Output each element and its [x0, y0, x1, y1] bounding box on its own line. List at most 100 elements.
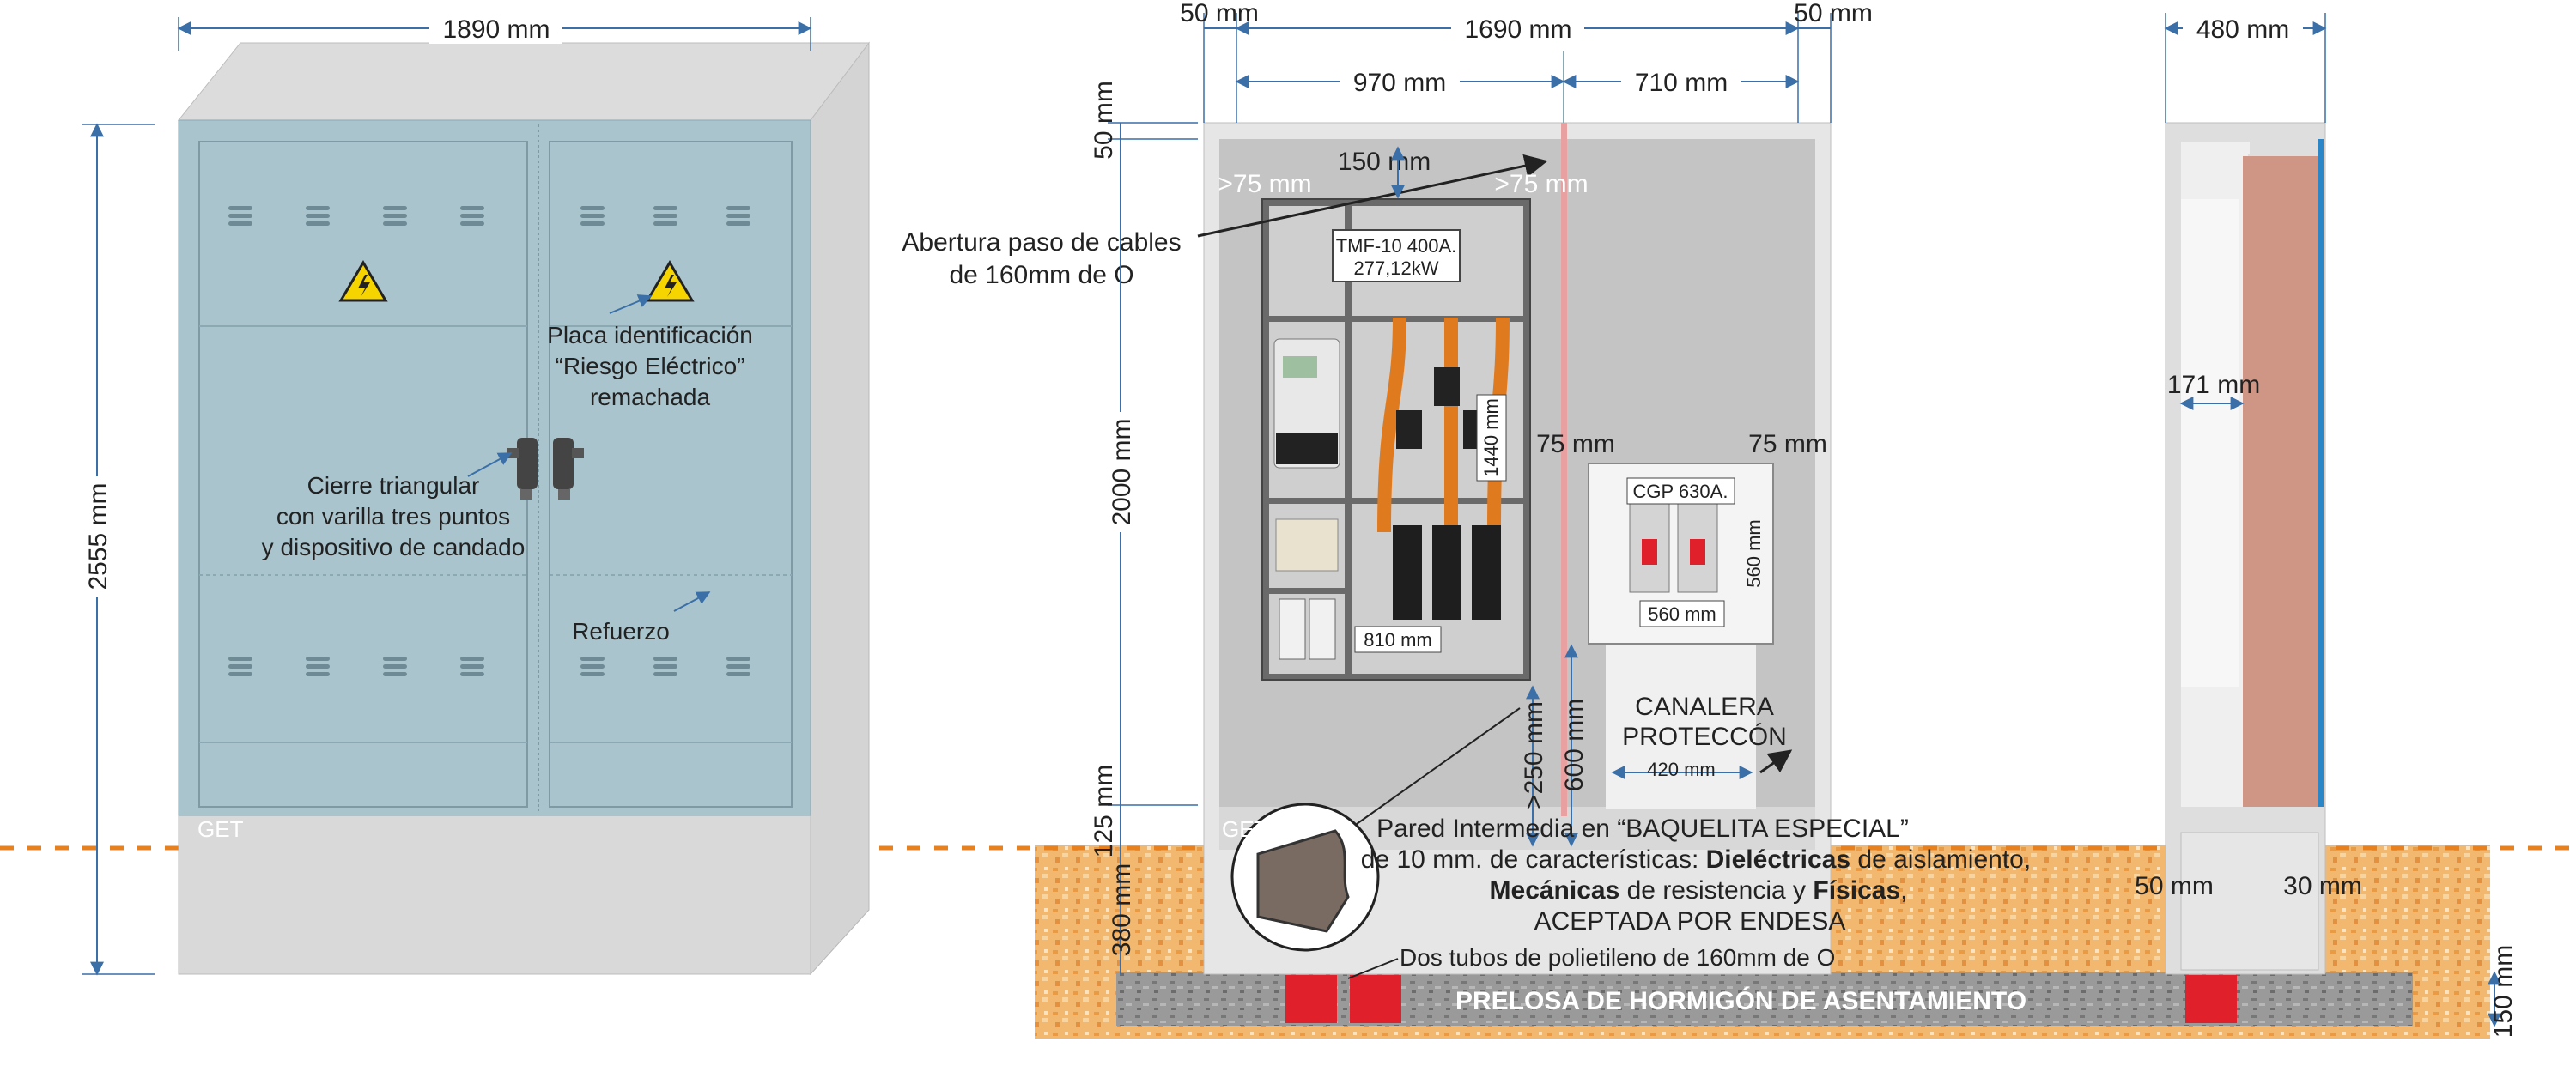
- baquelita-detail-icon: [1256, 829, 1350, 933]
- vent-slots: [228, 206, 750, 676]
- pared-3a: Mecánicas: [1490, 876, 1620, 905]
- vent-slot: [306, 221, 330, 226]
- tube-1: [1285, 975, 1337, 1023]
- vent-slot: [653, 657, 677, 661]
- dim-bg: [1451, 13, 1584, 44]
- vent-slot: [383, 672, 407, 676]
- callout-cierre: [467, 452, 513, 477]
- pared-2b: Dieléctricas: [1706, 845, 1850, 874]
- tubos-leader: [1347, 958, 1399, 979]
- warning-sign-icon: [645, 260, 695, 302]
- dim-150-slab: 150 mm: [2489, 945, 2518, 1038]
- pared-2c: de aislamiento,: [1850, 845, 2031, 874]
- vent-slot: [580, 221, 605, 226]
- dim-710: 710 mm: [1635, 69, 1728, 97]
- vent-slot: [653, 206, 677, 210]
- dim-bg: [1340, 66, 1460, 97]
- triangular-lock-icon[interactable]: [507, 438, 538, 500]
- canalera: [1606, 645, 1756, 809]
- canalera-label-1: CANALERA: [1635, 693, 1774, 721]
- brand-text-2: GET: [1222, 816, 1268, 842]
- triangular-lock-icon[interactable]: [553, 438, 584, 500]
- vent-slot: [460, 657, 484, 661]
- label-refuerzo: Refuerzo: [572, 618, 670, 645]
- vent-slot: [726, 657, 750, 661]
- vent-slot: [306, 672, 330, 676]
- dim-1890: 1890 mm: [442, 15, 550, 44]
- dim-480: 480 mm: [2196, 15, 2289, 44]
- label-cierre-3: y dispositivo de candado: [262, 534, 526, 560]
- vent-slot: [460, 214, 484, 218]
- warning-sign-icon: [338, 260, 388, 302]
- dim-50-top: 50 mm: [1090, 81, 1118, 160]
- cgp-label-box: [1626, 477, 1735, 505]
- dim-970: 970 mm: [1353, 69, 1446, 97]
- tmf-label-2: 277,12kW: [1353, 257, 1438, 279]
- label-cierre-2: con varilla tres puntos: [276, 503, 510, 530]
- vent-slot: [653, 214, 677, 218]
- abertura-arrow: [1197, 154, 1548, 238]
- vent-slot: [653, 672, 677, 676]
- front-view: Placa identificación “Riesgo Eléctrico” …: [82, 13, 871, 976]
- pared-2a: de 10 mm. de características:: [1361, 845, 1706, 874]
- dim-171: 171 mm: [2167, 371, 2260, 399]
- cgp-label: CGP 630A.: [1633, 481, 1728, 502]
- dim-125: 125 mm: [1090, 765, 1118, 857]
- label-cierre-1: Cierre triangular: [307, 472, 480, 499]
- dim-50-left: 50 mm: [1180, 0, 1259, 27]
- meter-display: [1283, 356, 1317, 378]
- cgp-fuse-mark: [1642, 539, 1657, 565]
- cabinet-top-face: [177, 42, 871, 121]
- vent-slot: [383, 206, 407, 210]
- pared-line-1: Pared Intermedia en “BAQUELITA ESPECIAL”: [1376, 815, 1909, 843]
- fuse-base-icon: [1472, 525, 1501, 620]
- vent-slot: [460, 221, 484, 226]
- fuse-base-icon: [1432, 525, 1461, 620]
- dim-bg: [2183, 13, 2303, 44]
- dim-810: 810 mm: [1364, 629, 1431, 651]
- interior-view: TMF-10 400A. 277,12kW CGP 630A. 560 mm 5…: [902, 0, 2031, 979]
- dim-bg: [1621, 66, 1741, 97]
- side-view: 480 mm 171 mm 50 mm 30 mm 150 mm: [2135, 13, 2518, 1038]
- vent-slot: [653, 221, 677, 226]
- callout-placa: [609, 294, 653, 314]
- meter-base: [1276, 433, 1338, 464]
- dim-150: 150 mm: [1338, 148, 1431, 176]
- vent-slot: [228, 664, 252, 669]
- abertura-label-2: de 160mm de O: [949, 261, 1133, 289]
- dim-75-right: 75 mm: [1748, 430, 1827, 458]
- dim-1690: 1690 mm: [1464, 15, 1571, 44]
- dim-1440: 1440 mm: [1480, 398, 1502, 477]
- dim-560-h: 560 mm: [1743, 519, 1765, 587]
- dim-bg: [82, 476, 112, 597]
- pared-line-4: ACEPTADA POR ENDESA: [1534, 907, 1846, 936]
- vent-slot: [383, 657, 407, 661]
- vent-slot: [460, 672, 484, 676]
- vent-slot: [653, 664, 677, 669]
- vent-slot: [726, 664, 750, 669]
- fuse-base-icon: [1393, 525, 1422, 620]
- dim-75-left: 75 mm: [1536, 430, 1615, 458]
- right-door[interactable]: [549, 141, 793, 808]
- vent-slot: [580, 214, 605, 218]
- canalera-arrow: [1759, 749, 1793, 774]
- dim-810-box: [1354, 626, 1442, 653]
- dim-560-w: 560 mm: [1648, 603, 1716, 625]
- vent-slot: [228, 206, 252, 210]
- vent-slot: [580, 664, 605, 669]
- callout-refuerzo: [673, 591, 711, 612]
- pared-3c: Físicas: [1813, 876, 1900, 905]
- dim-1440-box: [1476, 394, 1507, 482]
- vent-slot: [580, 206, 605, 210]
- cgp-fuse-mark: [1690, 539, 1705, 565]
- cabinet-side-face: [810, 41, 870, 976]
- cabinet-base: [178, 815, 811, 975]
- dim-560w-box: [1639, 600, 1725, 627]
- dim-50-side: 50 mm: [2135, 872, 2214, 900]
- breaker-icon: [1279, 598, 1306, 660]
- tmf-label-1: TMF-10 400A.: [1336, 235, 1457, 257]
- dim-75-gap-right: >75 mm: [1494, 170, 1588, 198]
- dim-380: 380 mm: [1108, 863, 1136, 956]
- cabinet-front: [178, 119, 811, 816]
